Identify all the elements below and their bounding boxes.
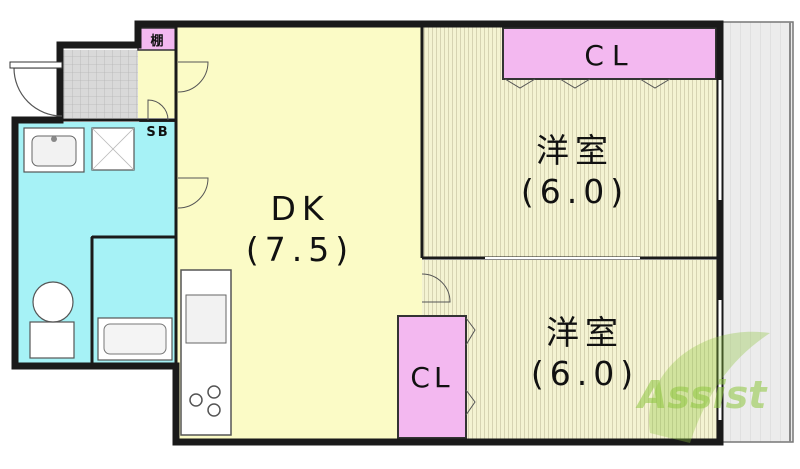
interior-walls <box>18 26 718 364</box>
stove-burner <box>189 393 203 407</box>
watermark-text: Assist <box>635 373 768 417</box>
assist-watermark: Assist <box>635 331 770 443</box>
kitchen-sink <box>185 294 227 344</box>
western-room-top-label: 洋室 (6.0) <box>500 130 650 213</box>
closet-bottom-label: CL <box>398 360 466 395</box>
door-swing <box>177 61 209 93</box>
closet-top-label: CL <box>555 38 665 73</box>
western-room-top-size: (6.0) <box>520 172 630 212</box>
western-room-bottom-size: (6.0) <box>530 354 640 394</box>
entrance-tile <box>62 50 138 118</box>
toilet-tank <box>29 321 75 359</box>
western-room-top-name: 洋室 <box>536 131 614 170</box>
door-swing <box>421 273 451 303</box>
entrance-door-swing <box>13 67 63 117</box>
door-swing <box>177 177 209 209</box>
door-swing <box>147 99 169 121</box>
closet-top <box>502 27 717 80</box>
stove-burner <box>207 403 221 417</box>
toilet-bowl <box>32 281 74 323</box>
closet-bottom <box>397 315 467 439</box>
shoe-box-label: SB <box>146 125 170 140</box>
balcony <box>719 21 794 443</box>
western-room-bottom-name: 洋室 <box>546 313 624 352</box>
shelf-label: 棚 <box>150 34 164 49</box>
dk-name: DK <box>270 189 330 228</box>
dk-size: (7.5) <box>245 230 355 270</box>
closet-bottom-name: CL <box>410 361 454 394</box>
closet-top-name: CL <box>584 39 636 72</box>
western-room-bottom-floor <box>422 260 717 440</box>
western-room-bottom-label: 洋室 (6.0) <box>510 312 660 395</box>
dk-label: DK (7.5) <box>230 188 370 271</box>
stove-burner <box>207 385 221 399</box>
